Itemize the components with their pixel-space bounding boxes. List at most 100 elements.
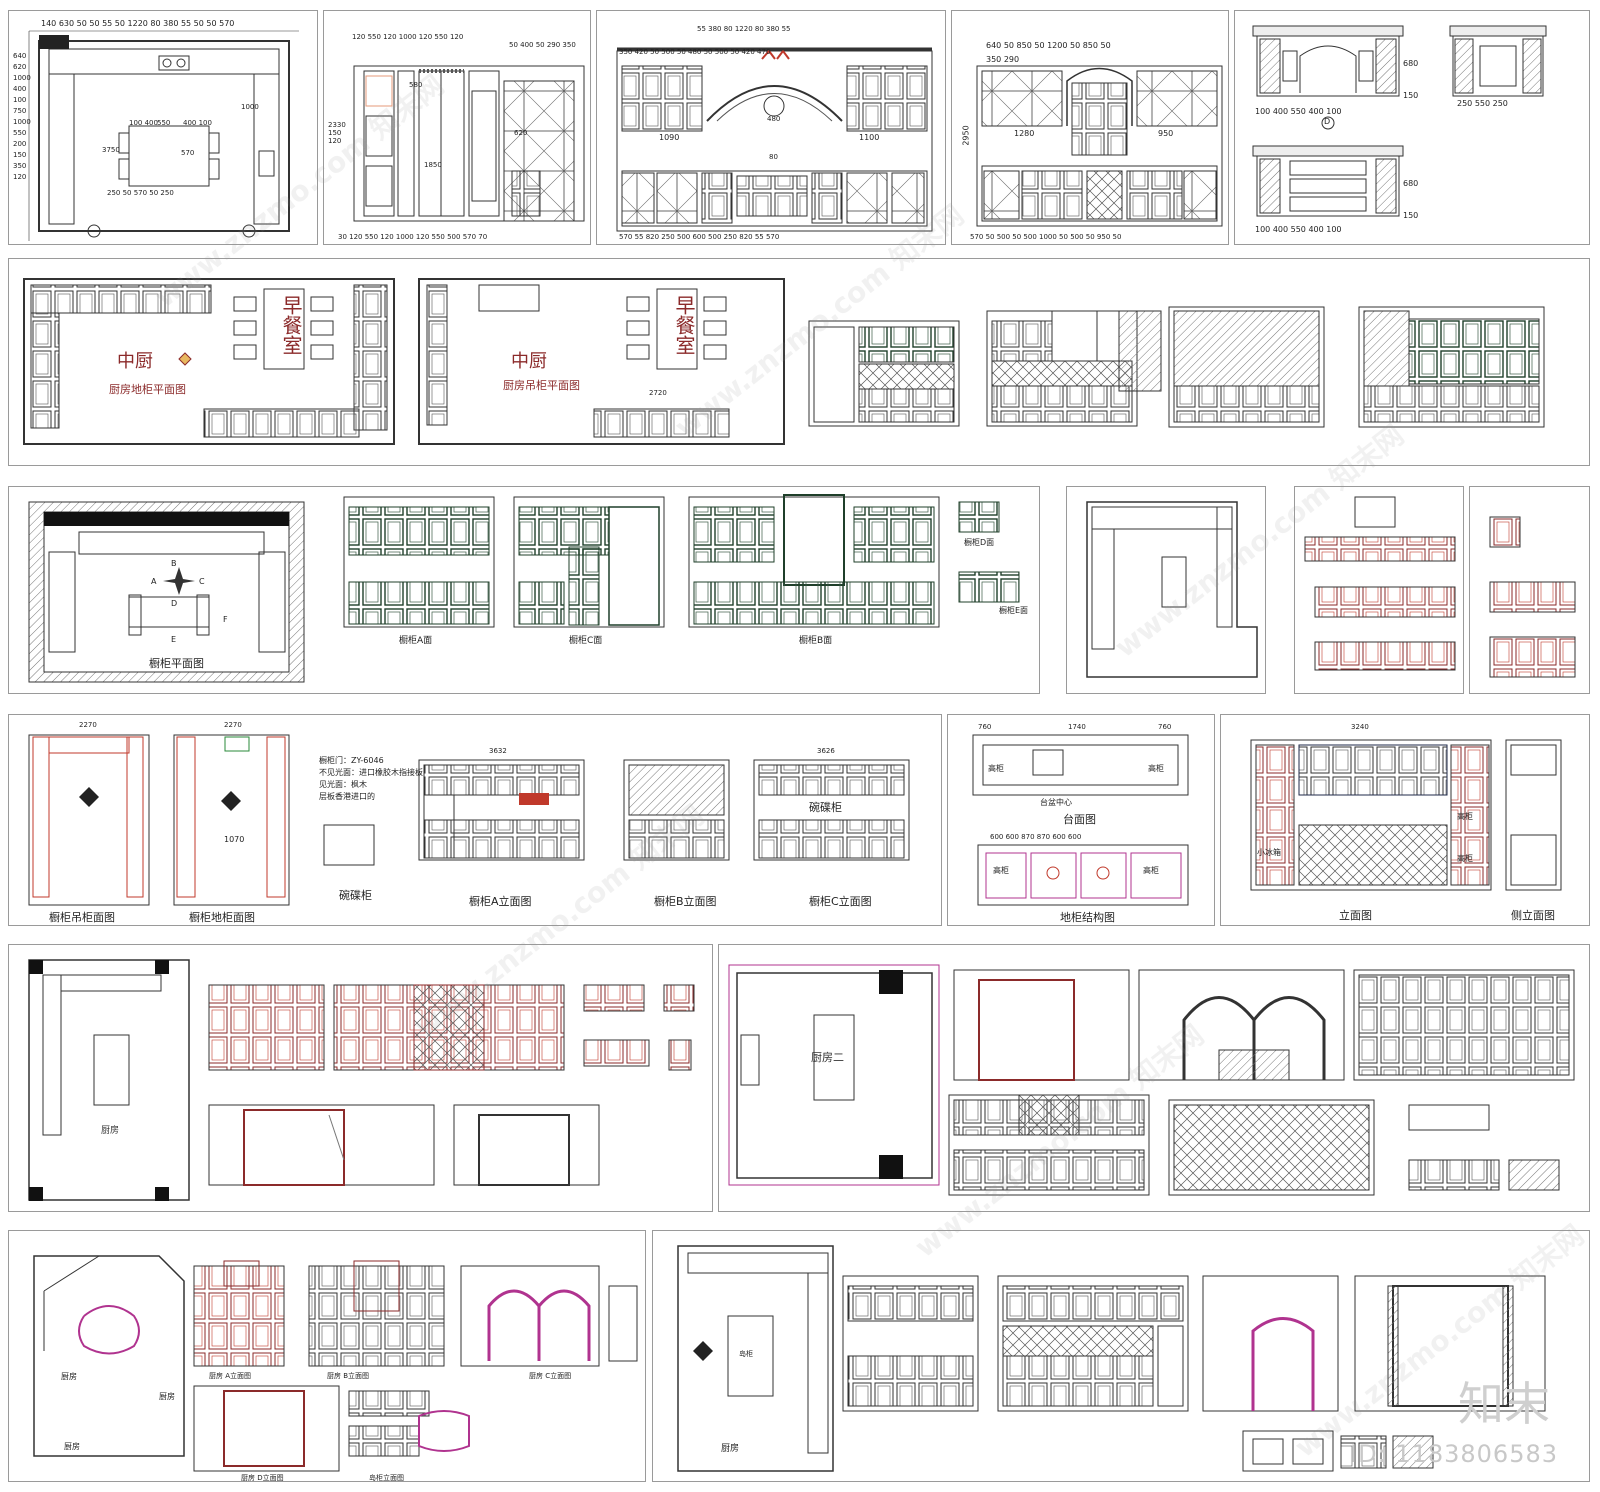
row6-kitchen: 厨房 bbox=[61, 1372, 77, 1381]
plan-center-d: 250 50 570 50 250 bbox=[107, 189, 174, 197]
row3-elev-d: 橱柜D面 bbox=[964, 538, 995, 547]
row3-mark-f: F bbox=[223, 615, 228, 624]
counter-tall-a: 高柜 bbox=[988, 764, 1004, 773]
island-dims-b: 250 550 250 bbox=[1457, 99, 1508, 108]
panel-row3-left: 橱柜平面图 橱柜A面 橱柜C面 橱柜B面 橱柜D面 橱柜E面 B A C D E… bbox=[8, 486, 1040, 694]
plan1-room: 早餐室 bbox=[279, 295, 303, 355]
row2-drawing bbox=[23, 278, 1545, 445]
island-side-b: 150 bbox=[1403, 91, 1419, 100]
elev3-dims-top: 640 50 850 50 1200 50 850 50 bbox=[986, 41, 1111, 50]
row5-left-drawing bbox=[28, 959, 695, 1201]
panel-row3-plan-mid bbox=[1066, 486, 1266, 694]
row6-right-island: 岛柜 bbox=[739, 1350, 753, 1358]
row3-plan-caption: 橱柜平面图 bbox=[149, 657, 204, 670]
base-dims: 600 600 870 870 600 600 bbox=[990, 833, 1082, 841]
elev2-mid-d: 80 bbox=[769, 153, 778, 161]
right-elev-dims: 3240 bbox=[1351, 723, 1369, 731]
elev1-mid-b: 1850 bbox=[424, 161, 442, 169]
panel-kitchen-plan: 140 630 50 50 55 50 1220 80 380 55 50 50… bbox=[8, 10, 318, 245]
plan-center-e: 570 bbox=[181, 149, 195, 157]
island-mark: D bbox=[1324, 117, 1331, 126]
row3-mark-b: B bbox=[171, 559, 177, 568]
row4-elevB-caption: 橱柜B立面图 bbox=[654, 895, 717, 908]
panel-row4-mid: 760 1740 760 台盆中心 高柜 高柜 台面图 高柜 高柜 600 60… bbox=[947, 714, 1215, 926]
counter-caption: 台面图 bbox=[1063, 813, 1096, 826]
row5-kitchen2: 厨房二 bbox=[811, 1051, 844, 1064]
island-side-c: 680 bbox=[1403, 179, 1419, 188]
plan-dims-left: 640 620 1000 400 100 750 1000 550 200 15… bbox=[13, 52, 31, 181]
plan2-room: 早餐室 bbox=[672, 295, 696, 355]
elev2-mid-b: 480 bbox=[767, 115, 781, 123]
row4-dim-b: 2270 bbox=[224, 721, 242, 729]
panel-row3-elev-stack bbox=[1294, 486, 1464, 694]
panel-row2: 中厨 早餐室 厨房地柜平面图 中厨 早餐室 厨房吊柜平面图 2720 bbox=[8, 258, 1590, 466]
row3-mark-e: E bbox=[171, 635, 177, 644]
row4-bowl-caption: 碗碟柜 bbox=[339, 889, 372, 902]
elev2-dims-top2: 350 420 50 500 50 480 50 500 50 420 470 bbox=[619, 48, 771, 56]
elev1-left: 2330 150 120 bbox=[328, 121, 346, 145]
row6-right-kitchen: 厨房 bbox=[721, 1444, 740, 1454]
row5-kitchen: 厨房 bbox=[101, 1126, 120, 1136]
row4-left-drawing bbox=[28, 734, 910, 906]
panel-elevation-1: 120 550 120 1000 120 550 120 50 400 50 2… bbox=[323, 10, 591, 245]
elevation-2-drawing bbox=[616, 47, 933, 232]
plan2-dim: 2720 bbox=[649, 389, 667, 397]
row3-elev-stack-drawing bbox=[1304, 496, 1456, 671]
row6-left-drawing bbox=[33, 1255, 638, 1472]
elev1-dims-right: 50 400 50 290 350 bbox=[509, 41, 576, 49]
row4-dims-top-c: 3626 bbox=[817, 747, 835, 755]
kitchen-plan-drawing bbox=[28, 30, 299, 241]
row3-elev-right-drawing bbox=[1489, 516, 1576, 678]
counter-tall-b: 高柜 bbox=[1148, 764, 1164, 773]
right-elev-label-c: 高柜 bbox=[1457, 854, 1473, 863]
panel-row4-right: 3240 小冰箱 高柜 高柜 立面图 侧立面图 bbox=[1220, 714, 1590, 926]
plan-center-f: 3750 bbox=[102, 146, 120, 154]
plan-center-g: 1000 bbox=[241, 103, 259, 111]
row6-elevC: 厨房 C立面图 bbox=[529, 1372, 572, 1380]
spec-line-1: 橱柜门：ZY-6046 bbox=[319, 756, 384, 765]
plan-center-c: 400 100 bbox=[183, 119, 212, 127]
row4-right-drawing bbox=[1250, 739, 1562, 891]
row3-plan-mid-drawing bbox=[1086, 501, 1258, 678]
island-dims-c: 100 400 550 400 100 bbox=[1255, 225, 1342, 234]
row6-elevD: 厨房 D立面图 bbox=[241, 1474, 284, 1482]
row3-elev-c: 橱柜C面 bbox=[569, 636, 603, 646]
row4-bowl-label: 碗碟柜 bbox=[809, 801, 842, 814]
right-elev-label-a: 小冰箱 bbox=[1257, 848, 1281, 857]
plan2-caption: 厨房吊柜平面图 bbox=[503, 379, 580, 392]
row4-dim-a: 2270 bbox=[79, 721, 97, 729]
counter-dim-a: 760 bbox=[978, 723, 992, 731]
plan-center-a: 100 400 bbox=[129, 119, 158, 127]
elev1-mid-c: 620 bbox=[514, 129, 528, 137]
row4-dims-top-a: 3632 bbox=[489, 747, 507, 755]
row6-kitchen-c: 厨房 bbox=[64, 1442, 80, 1451]
island-side-a: 680 bbox=[1403, 59, 1419, 68]
row3-mark-c: C bbox=[199, 577, 205, 586]
spec-line-2: 不见光面：进口橡胶木指接板 bbox=[319, 768, 423, 777]
island-dims-a: 100 400 550 400 100 bbox=[1255, 107, 1342, 116]
elev3-mid-b: 950 bbox=[1158, 129, 1174, 138]
row4-floor-caption: 橱柜地柜面图 bbox=[189, 911, 255, 924]
row4-elevC-caption: 橱柜C立面图 bbox=[809, 895, 872, 908]
elev3-left: 2950 bbox=[961, 125, 971, 146]
elev3-dims-bottom: 570 50 500 50 500 1000 50 500 50 950 50 bbox=[970, 233, 1122, 241]
elev2-dims-top: 55 380 80 1220 80 380 55 bbox=[697, 25, 791, 33]
island-elevations-drawing bbox=[1252, 25, 1547, 217]
panel-island-elevations: 100 400 550 400 100 250 550 250 100 400 … bbox=[1234, 10, 1590, 245]
panel-row6-right: 厨房 岛柜 bbox=[652, 1230, 1590, 1482]
elev1-dims-top: 120 550 120 1000 120 550 120 bbox=[352, 33, 464, 41]
plan1-title: 中厨 bbox=[117, 351, 153, 372]
elevation-3-drawing bbox=[976, 65, 1223, 227]
row6-elevB: 厨房 B立面图 bbox=[327, 1372, 370, 1380]
panel-elevation-2: 55 380 80 1220 80 380 55 350 420 50 500 … bbox=[596, 10, 946, 245]
counter-dim-c: 760 bbox=[1158, 723, 1172, 731]
plan2-title: 中厨 bbox=[511, 351, 547, 372]
panel-row3-elev-right bbox=[1469, 486, 1590, 694]
plan-center-b: 550 bbox=[157, 119, 171, 127]
row4-mid-drawing bbox=[972, 734, 1189, 906]
counter-dim-b: 1740 bbox=[1068, 723, 1086, 731]
panel-row5-left: 厨房 bbox=[8, 944, 713, 1212]
row4-dim-c: 1070 bbox=[224, 835, 245, 844]
panel-row5-right: 厨房二 bbox=[718, 944, 1590, 1212]
plan-dims-top: 140 630 50 50 55 50 1220 80 380 55 50 50… bbox=[41, 19, 235, 28]
